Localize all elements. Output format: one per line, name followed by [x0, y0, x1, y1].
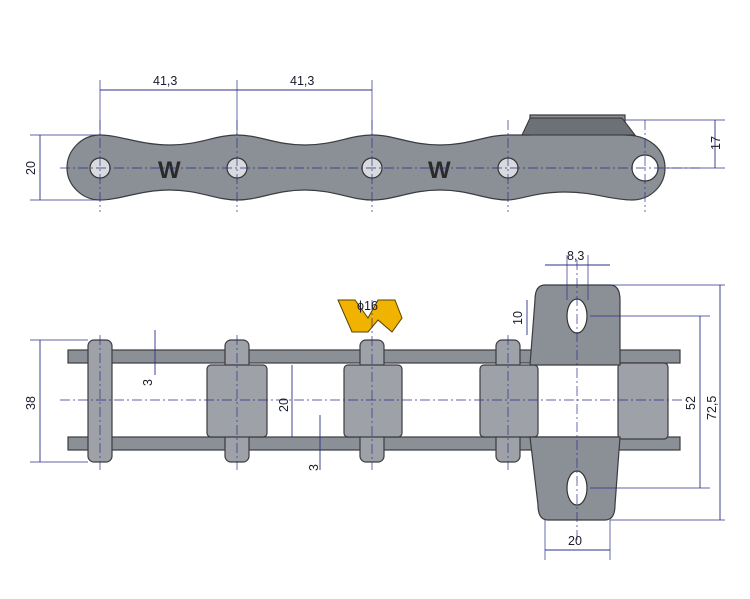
side-plate [66, 114, 666, 201]
logo-mark-1: W [158, 157, 181, 184]
plate-height-dimension: 20 [24, 161, 38, 175]
inner-width-dimension: 38 [24, 396, 38, 410]
roller-2 [343, 364, 403, 438]
attachment-width-dimension: 20 [568, 534, 582, 548]
plate-thickness-dimension-2: 3 [307, 464, 321, 471]
hole-offset-dimension: 10 [511, 311, 525, 325]
brand-logo [337, 299, 403, 333]
attachment-height-dimension: 17 [709, 136, 723, 150]
logo-mark-2: W [428, 157, 451, 184]
top-view: W W 41,3 41,3 20 17 [24, 74, 725, 212]
roller-1 [206, 364, 268, 438]
attachment-total-dimension: 72,5 [705, 396, 719, 420]
pitch-dimension-1: 41,3 [153, 74, 177, 88]
hole-width-dimension: 8,3 [567, 249, 584, 263]
roller-3 [479, 364, 539, 438]
hole-spacing-dimension: 52 [684, 396, 698, 410]
attachment-top [521, 117, 637, 136]
bottom-view: 38 3 20 3 ϕ16 8,3 10 52 72,5 2 [24, 249, 725, 560]
roller-length-dimension: 20 [277, 398, 291, 412]
roller-4 [617, 362, 669, 440]
plate-thickness-dimension-1: 3 [141, 379, 155, 386]
pin-diameter-dimension: ϕ16 [357, 299, 378, 313]
pitch-dimension-2: 41,3 [290, 74, 314, 88]
